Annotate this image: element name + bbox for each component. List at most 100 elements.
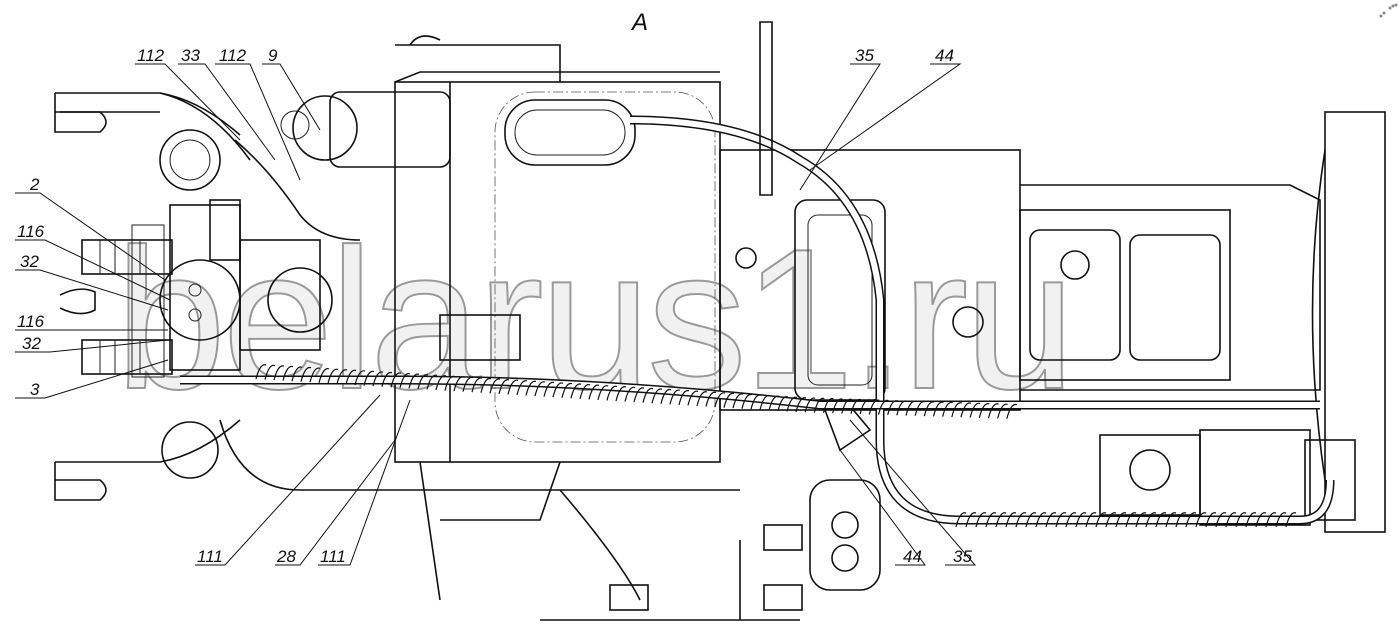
- corner-mark: [1379, 3, 1398, 18]
- sleeve-coil: [282, 365, 294, 381]
- sleeve-coil: [1205, 512, 1217, 528]
- sleeve-coil: [1175, 512, 1187, 528]
- sleeve-coil: [723, 392, 735, 408]
- sleeve-coil: [480, 377, 492, 393]
- sleeve-coil: [1255, 512, 1267, 528]
- sleeve-coil: [1155, 512, 1167, 528]
- sleeve-coil: [345, 369, 357, 385]
- sleeve-coil: [489, 378, 501, 394]
- sleeve-coil: [850, 398, 862, 414]
- sleeve-coil: [642, 387, 654, 403]
- sleeve-coil: [606, 385, 618, 401]
- sleeve-coil: [768, 395, 780, 411]
- sleeve-coil: [714, 392, 726, 408]
- sleeve-coil: [669, 389, 681, 405]
- sleeve-coil: [859, 399, 871, 415]
- sleeve-coil: [336, 369, 348, 385]
- sleeve-coil: [597, 385, 609, 401]
- sleeve-coil: [1005, 512, 1017, 528]
- pump-assembly: [1099, 429, 1356, 526]
- sleeve-coil: [462, 376, 474, 392]
- sleeve-coil: [960, 402, 972, 418]
- sleeve-coil: [1075, 512, 1087, 528]
- sleeve-coil: [372, 371, 384, 387]
- sleeve-coil: [987, 403, 999, 419]
- sleeve-coil: [255, 364, 267, 380]
- sleeve-coil: [955, 512, 967, 528]
- callout-111: 111: [197, 547, 223, 566]
- gearbox-housing: [719, 111, 1386, 533]
- callouts-top: 112 33 112 9 35 44: [135, 46, 962, 191]
- sleeve-coil: [381, 371, 393, 387]
- sleeve-coil: [390, 372, 402, 388]
- sleeve-coil: [759, 394, 771, 410]
- callout-116: 116: [17, 222, 45, 241]
- callout-3: 3: [30, 380, 40, 399]
- sleeve-coil: [923, 401, 935, 417]
- sleeve-coil: [978, 403, 990, 418]
- lift-arm-upper: [54, 92, 251, 191]
- sleeve-coil: [273, 365, 285, 381]
- sleeve-coil: [453, 376, 465, 392]
- sleeve-coil: [1125, 512, 1137, 528]
- callouts-left: 2 116 32 116 32 3: [15, 175, 171, 399]
- sleeve-coil: [471, 377, 483, 393]
- sleeve-coil: [264, 364, 276, 380]
- sleeve-coil: [1235, 512, 1247, 528]
- sleeve-coil: [1035, 512, 1047, 528]
- sleeve-coil: [995, 512, 1007, 528]
- sleeve-coil: [868, 399, 880, 415]
- sleeve-coil: [624, 386, 636, 402]
- sleeve-coil: [1265, 512, 1277, 528]
- sleeve-coil: [965, 512, 977, 528]
- sleeve-coil: [408, 373, 420, 389]
- sleeve-coil: [300, 366, 312, 382]
- sleeve-coil: [896, 400, 908, 416]
- sleeve-coil: [750, 394, 762, 410]
- callout-32: 32: [20, 252, 39, 271]
- sleeve-coil: [1006, 403, 1018, 419]
- callout-35: 35: [855, 46, 874, 65]
- callouts-bottom: 111 28 111 44 35: [195, 394, 977, 566]
- sleeve-coil: [552, 382, 564, 398]
- sleeve-coil: [1065, 512, 1077, 528]
- sleeve-coil: [561, 382, 573, 398]
- sleeve-coil: [795, 397, 807, 413]
- sleeve-coil: [969, 402, 981, 418]
- sleeve-coil: [1285, 512, 1297, 528]
- sleeve-coil: [534, 381, 546, 397]
- sleeve-coil: [1025, 512, 1037, 528]
- hydraulic-distributor: [159, 91, 451, 371]
- sleeve-coil: [498, 379, 510, 394]
- sleeve-coil: [813, 397, 825, 413]
- callout-33: 33: [181, 46, 200, 65]
- sleeve-coil: [705, 391, 717, 407]
- sleeve-coil: [363, 370, 375, 386]
- callout-35: 35: [953, 547, 972, 566]
- filter-bracket: [540, 399, 881, 621]
- sleeve-coil: [354, 370, 366, 386]
- sleeve-coil: [951, 402, 963, 418]
- sleeve-coil: [1245, 512, 1257, 528]
- watermark: belarus1.ru: [115, 208, 1072, 431]
- sleeve-coil: [804, 397, 816, 413]
- sleeve-coil: [543, 381, 555, 397]
- callout-112: 112: [219, 46, 247, 65]
- sleeve-coil: [1145, 512, 1157, 528]
- sleeve-coil: [507, 379, 519, 395]
- sleeve-coil: [318, 368, 330, 383]
- sleeve-coil: [1055, 512, 1067, 528]
- sleeve-coil: [651, 388, 663, 404]
- sleeve-coil: [985, 512, 997, 528]
- sleeve-coil: [1135, 512, 1147, 528]
- callout-112: 112: [137, 46, 165, 65]
- sleeve-coil: [887, 400, 898, 416]
- lift-arm-lower: [54, 419, 241, 501]
- sleeve-coil: [444, 375, 456, 391]
- sleeve-coil: [786, 396, 798, 412]
- sleeve-coil: [942, 401, 953, 417]
- sleeve-coil: [822, 398, 834, 414]
- sleeve-coil: [309, 367, 321, 383]
- callout-44: 44: [935, 46, 954, 65]
